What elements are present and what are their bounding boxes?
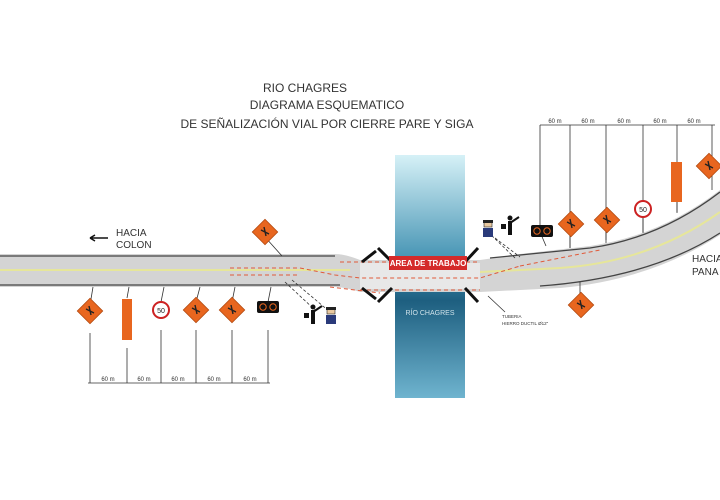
- sign-long-rect-icon: [671, 162, 682, 202]
- work-area-label: AREA DE TRABAJO: [390, 259, 467, 268]
- flagger-icon: [500, 214, 520, 236]
- sign-lane-merge-icon: [182, 296, 210, 324]
- direction-left-line2: COLON: [116, 240, 152, 251]
- distance-label: 60 m: [101, 377, 114, 383]
- bridge-barriers: [361, 246, 480, 304]
- sign-men-working-icon: [76, 297, 104, 325]
- title-line1: RIO CHAGRES: [263, 81, 347, 95]
- flagger-icon: [303, 303, 323, 325]
- police-icon: [325, 306, 337, 325]
- sign-men-working-bottom-icon: [567, 291, 595, 319]
- police-icon: [482, 219, 494, 238]
- sign-long-rect-icon: [122, 299, 132, 340]
- work-area-box: [389, 256, 467, 270]
- distance-label: 60 m: [653, 119, 666, 125]
- sign-speed-limit-icon: [634, 200, 652, 218]
- distance-label: 60 m: [243, 377, 256, 383]
- distance-label: 60 m: [687, 119, 700, 125]
- sign-signal-lights-icon: [256, 300, 280, 314]
- sign-signal-lights-icon: [530, 224, 554, 238]
- sign-lane-merge-icon: [593, 206, 621, 234]
- direction-right-line2: PANA: [692, 267, 719, 278]
- title-line3: DE SEÑALIZACIÓN VIAL POR CIERRE PARE Y S…: [181, 116, 474, 131]
- distance-label: 60 m: [581, 119, 594, 125]
- sign-men-working-top-icon: [251, 218, 279, 246]
- arrow-left-icon: [89, 234, 108, 242]
- pipe-label-line2: HIERRO DUCTIL Ø12": [502, 321, 549, 326]
- distance-label: 60 m: [548, 119, 561, 125]
- bottom-distance-labels: 60 m 60 m 60 m 60 m 60 m: [101, 377, 256, 383]
- title-line2: DIAGRAMA ESQUEMATICO: [250, 98, 404, 112]
- sign-men-working-icon: [695, 152, 720, 180]
- sign-speed-limit-icon: [152, 301, 170, 319]
- direction-left-line1: HACIA: [116, 228, 147, 239]
- distance-label: 60 m: [617, 119, 630, 125]
- direction-right-line1: HACIA: [692, 254, 720, 265]
- road: [0, 190, 720, 294]
- distance-label: 60 m: [137, 377, 150, 383]
- distance-label: 60 m: [207, 377, 220, 383]
- top-distance-labels: 60 m 60 m 60 m 60 m 60 m: [548, 119, 700, 125]
- river-label: RÍO CHAGRES: [405, 308, 454, 317]
- sign-flagger-ahead-icon: [218, 296, 246, 324]
- distance-label: 60 m: [171, 377, 184, 383]
- sign-flagger-ahead-icon: [557, 210, 585, 238]
- pipe-label-line1: TUBERIA: [502, 314, 522, 319]
